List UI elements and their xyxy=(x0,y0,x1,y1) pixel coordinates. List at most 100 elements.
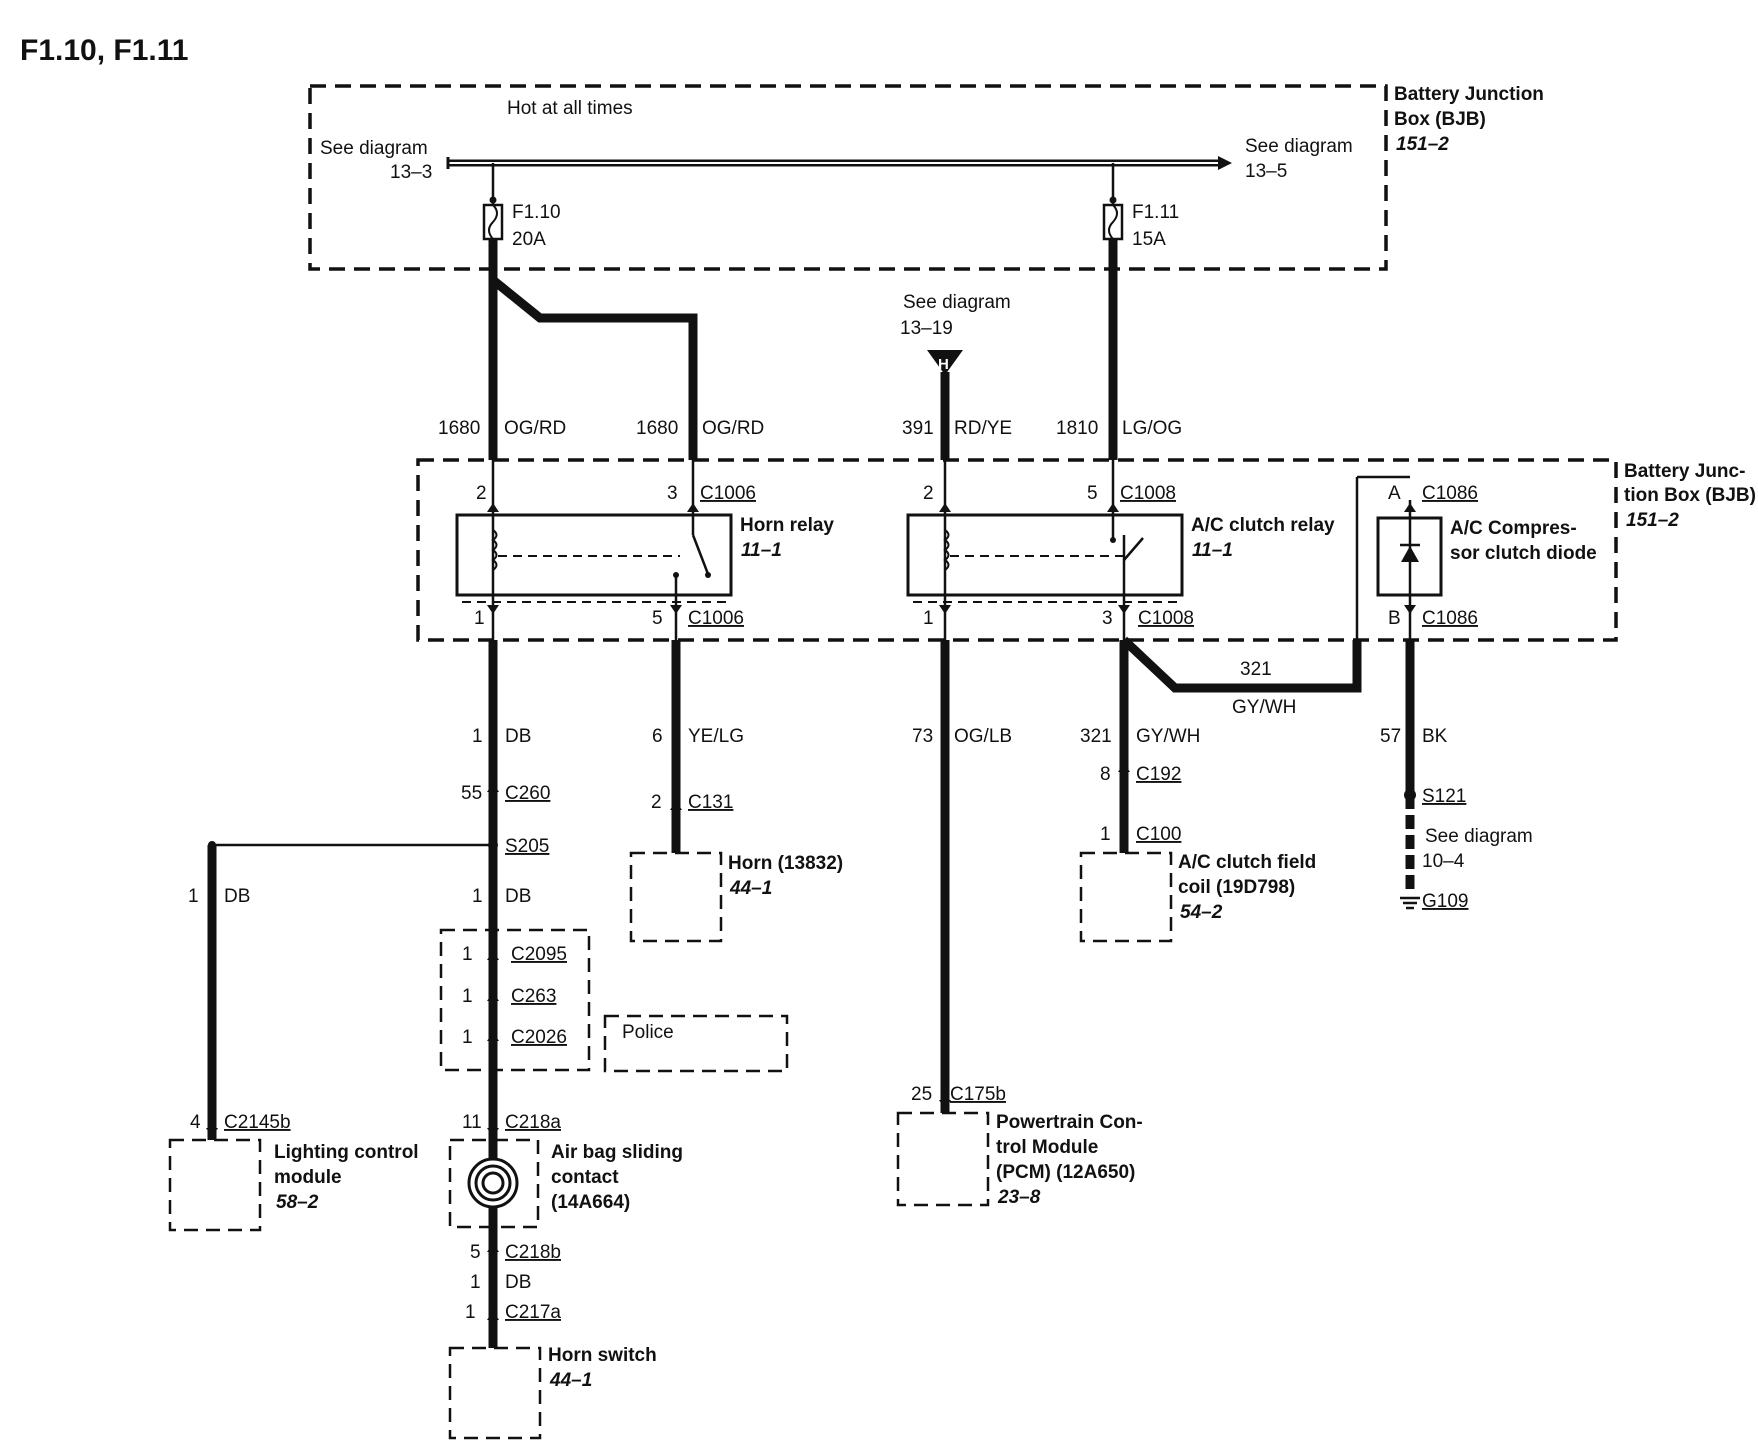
ac-relay-pin-br: 3 xyxy=(1102,608,1113,629)
horn-relay-pin-br: 5 xyxy=(652,608,663,629)
horn-relay-label: Horn relay xyxy=(740,515,834,536)
w1-num: 1680 xyxy=(438,418,480,439)
c218b: C218b xyxy=(505,1242,561,1263)
c217a-pin: 1 xyxy=(465,1302,476,1323)
ac-relay-pin-tr: 5 xyxy=(1087,483,1098,504)
ac-w-color: GY/WH xyxy=(1136,726,1200,747)
ground-see-2: 10–4 xyxy=(1422,851,1465,872)
bjb-top-name-1: Battery Junction xyxy=(1394,84,1544,105)
horn-relay-pin-tr: 3 xyxy=(667,483,678,504)
w4-num: 1810 xyxy=(1056,418,1098,439)
airbag-line3: (14A664) xyxy=(551,1192,630,1213)
diode-pin-b: B xyxy=(1388,608,1401,629)
diode-label-1: A/C Compres- xyxy=(1450,518,1577,539)
c175b-pin: 25 xyxy=(911,1084,932,1105)
wire-321-jumper xyxy=(1120,636,1362,693)
c263: C263 xyxy=(511,986,556,1007)
horn-relay-conn-bottom: C1006 xyxy=(688,608,744,629)
bjb-top-box xyxy=(308,84,1388,271)
c175b: C175b xyxy=(950,1084,1006,1105)
c263-pin: 1 xyxy=(462,986,473,1007)
pcm-ref: 23–8 xyxy=(997,1187,1041,1208)
pcm-line3: (PCM) (12A650) xyxy=(996,1162,1135,1183)
lcm-line2: module xyxy=(274,1167,342,1188)
pcm-w-color: OG/LB xyxy=(954,726,1012,747)
s205: S205 xyxy=(505,836,549,857)
horn-relay-pin-bl: 1 xyxy=(474,608,485,629)
ac-relay-pin-tl: 2 xyxy=(923,483,934,504)
bjb-top-ref: 151–2 xyxy=(1396,134,1449,155)
diagram-title: F1.10, F1.11 xyxy=(20,34,188,67)
c192-pin: 8 xyxy=(1100,764,1111,785)
fuse1-name: F1.10 xyxy=(512,202,561,223)
ac-w-num: 321 xyxy=(1080,726,1112,747)
coil-line1: A/C clutch field xyxy=(1178,852,1316,873)
diode-conn-b: C1086 xyxy=(1422,608,1478,629)
bus-bar xyxy=(446,156,1232,170)
bjb-top-name-2: Box (BJB) xyxy=(1394,109,1486,130)
ac-relay-conn-bottom: C1008 xyxy=(1138,608,1194,629)
see-diagram-right-ref: 13–5 xyxy=(1245,161,1287,182)
see-diagram-left: See diagram xyxy=(320,138,428,159)
ac-clutch-field-coil-box xyxy=(1079,851,1173,943)
diode-label-2: sor clutch diode xyxy=(1450,543,1597,564)
splice-s121 xyxy=(1404,789,1416,801)
pcm-w-num: 73 xyxy=(912,726,933,747)
down-w-num: 1 xyxy=(472,886,483,907)
horn-relay-pin-tl: 2 xyxy=(476,483,487,504)
jumper-color: GY/WH xyxy=(1232,697,1296,718)
c131-pin: 2 xyxy=(651,792,662,813)
fuse-f1-11 xyxy=(1102,163,1124,241)
c2145b-pin: 4 xyxy=(190,1112,201,1133)
bjb-mid-box xyxy=(416,458,1618,642)
c218b-pin: 5 xyxy=(470,1242,481,1263)
diode-conn-a: C1086 xyxy=(1422,483,1478,504)
c218a: C218a xyxy=(505,1112,561,1133)
police-box xyxy=(603,1014,789,1073)
diode-pin-a: A xyxy=(1388,483,1401,504)
c2095-pin: 1 xyxy=(462,944,473,965)
c217a: C217a xyxy=(505,1302,561,1323)
airbag-line1: Air bag sliding xyxy=(551,1142,683,1163)
c260: C260 xyxy=(505,783,550,804)
s121: S121 xyxy=(1422,786,1466,807)
airbag-line2: contact xyxy=(551,1167,619,1188)
ground-icon xyxy=(1400,896,1420,910)
horn-switch-label: Horn switch xyxy=(548,1345,657,1366)
w3-color: RD/YE xyxy=(954,418,1012,439)
lcm-w-num: 1 xyxy=(188,886,199,907)
c100: C100 xyxy=(1136,824,1181,845)
fuse2-rating: 15A xyxy=(1132,229,1166,250)
w2-num: 1680 xyxy=(636,418,678,439)
ac-relay-ref: 11–1 xyxy=(1192,540,1233,561)
w4-color: LG/OG xyxy=(1122,418,1182,439)
see-h-letter: H xyxy=(938,356,949,373)
horn-relay-conn-top: C1006 xyxy=(700,483,756,504)
c260-pin: 55 xyxy=(461,783,482,804)
g109: G109 xyxy=(1422,891,1468,912)
see-h-line2: 13–19 xyxy=(900,318,953,339)
pcm-box xyxy=(896,1111,990,1207)
bjb-mid-name-2: tion Box (BJB) xyxy=(1624,485,1756,506)
see-diagram-right: See diagram xyxy=(1245,136,1353,157)
horn-box xyxy=(629,851,723,943)
c2145b: C2145b xyxy=(224,1112,291,1133)
horn-switch-ref: 44–1 xyxy=(549,1370,592,1391)
ground-see-1: See diagram xyxy=(1425,826,1533,847)
w2-color: OG/RD xyxy=(702,418,764,439)
fuse-f1-10 xyxy=(482,163,504,241)
bjb-mid-ref: 151–2 xyxy=(1626,510,1679,531)
jumper-num: 321 xyxy=(1240,659,1272,680)
lcm-line1: Lighting control xyxy=(274,1142,419,1163)
horn-relay xyxy=(455,460,733,650)
connector-pins xyxy=(206,503,1416,1320)
hot-at-all-times: Hot at all times xyxy=(507,98,633,119)
clockspring-icon xyxy=(467,1157,519,1209)
pcm-line2: trol Module xyxy=(996,1137,1098,1158)
air-bag-sliding-contact-box xyxy=(448,1138,540,1229)
c218a-pin: 11 xyxy=(462,1112,482,1133)
w2-db-color: DB xyxy=(505,1272,531,1293)
ground-w-color: BK xyxy=(1422,726,1448,747)
bjb-mid-name-1: Battery Junc- xyxy=(1624,461,1745,482)
